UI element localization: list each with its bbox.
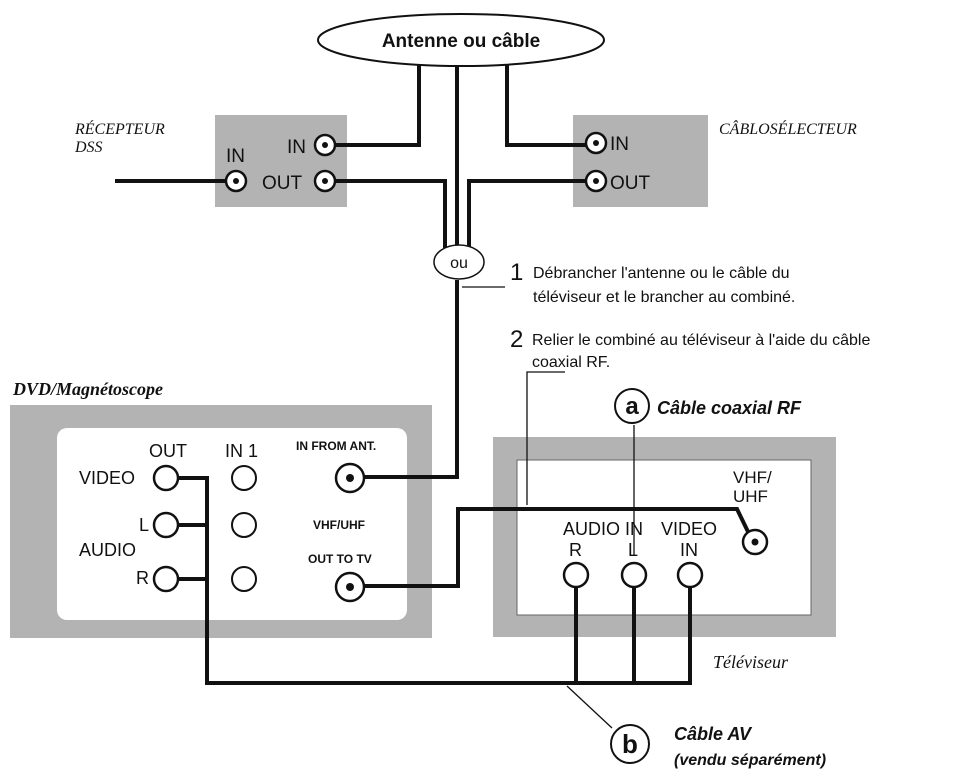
step1-line2: téléviseur et le brancher au combiné. [533, 289, 795, 306]
dvd-in1-label: IN 1 [225, 441, 258, 461]
dss-label-line2: DSS [74, 139, 103, 156]
dvd-r-label: R [136, 568, 149, 588]
wire-antenna-to-cablebox [505, 60, 588, 147]
dvd-title: DVD/Magnétoscope [12, 379, 163, 399]
cable-box-label: CÂBLOSÉLECTEUR [719, 119, 857, 138]
tv-vhf-line2: UHF [733, 487, 768, 506]
dvd-vhf-uhf-label: VHF/UHF [313, 518, 365, 532]
dvd-audio-l-out-jack [152, 511, 180, 539]
tv-r-label: R [569, 540, 582, 560]
dvd-in-from-ant-label: IN FROM ANT. [296, 439, 376, 453]
splitter-label: ou [450, 255, 468, 272]
dvd-out-label: OUT [149, 441, 187, 461]
tv-l-label: L [628, 540, 638, 560]
callout-a-text: Câble coaxial RF [657, 398, 802, 418]
dvd-in1-r-jack [231, 566, 257, 592]
wire-dss-out-down [336, 179, 447, 248]
dvd-audio-r-out-jack [152, 565, 180, 593]
antenna-cable-source [317, 13, 605, 67]
dss-out-label: OUT [262, 173, 303, 194]
dvd-l-label: L [139, 515, 149, 535]
tv-vhf-uhf-jack [741, 528, 769, 556]
dss-in-right-label: IN [287, 137, 306, 158]
splitter-oval [433, 244, 485, 280]
dvd-video-label: VIDEO [79, 468, 135, 488]
step1-line1: Débrancher l'antenne ou le câble du [533, 265, 790, 282]
dvd-in1-video-jack [231, 465, 257, 491]
callout-b-circle [610, 724, 650, 764]
cable-box-out-jack [584, 169, 608, 193]
step2-leader [526, 371, 565, 505]
dss-in-right-jack [313, 133, 337, 157]
dss-label-line1: RÉCEPTEUR [74, 119, 165, 138]
dss-out-jack [313, 169, 337, 193]
dvd-out-to-tv-jack [334, 571, 366, 603]
callout-a-letter: a [625, 393, 639, 420]
source-label: Antenne ou câble [382, 31, 540, 52]
cable-box-in-jack [584, 131, 608, 155]
callout-b-line2: (vendu séparément) [674, 752, 826, 769]
callout-a-circle [614, 388, 650, 424]
dss-in-left-label: IN [226, 146, 245, 167]
tv-video-in-jack [676, 561, 704, 589]
callout-b-leader [566, 685, 613, 729]
dvd-video-out-jack [152, 464, 180, 492]
step2-line1: Relier le combiné au téléviseur à l'aide… [532, 332, 870, 349]
tv-video-line2: IN [680, 540, 698, 560]
tv-vhf-line1: VHF/ [733, 468, 772, 487]
tv-audio-in-label: AUDIO IN [563, 519, 643, 539]
cable-box-out-label: OUT [610, 173, 651, 194]
dvd-in-from-ant-jack [334, 462, 366, 494]
wire-cablebox-out-down [467, 179, 590, 248]
step1-number: 1 [510, 259, 523, 286]
dss-in-left-jack [224, 169, 248, 193]
wire-antenna-to-dss [320, 62, 421, 147]
step2-line2: coaxial RF. [532, 354, 610, 371]
dvd-in1-l-jack [231, 512, 257, 538]
callout-b-letter: b [622, 729, 638, 759]
cable-box-in-label: IN [610, 134, 629, 155]
wire-av-video [175, 476, 692, 685]
step2-number: 2 [510, 326, 523, 353]
dvd-out-to-tv-label: OUT TO TV [308, 552, 372, 566]
callout-b-line1: Câble AV [674, 724, 753, 744]
wire-rf-coax [350, 507, 754, 588]
tv-audio-l-jack [620, 561, 648, 589]
dvd-audio-label: AUDIO [79, 540, 136, 560]
tv-audio-r-jack [562, 561, 590, 589]
tv-video-line1: VIDEO [661, 519, 717, 539]
wire-to-in-from-ant [350, 280, 459, 479]
tv-label: Téléviseur [713, 652, 789, 672]
